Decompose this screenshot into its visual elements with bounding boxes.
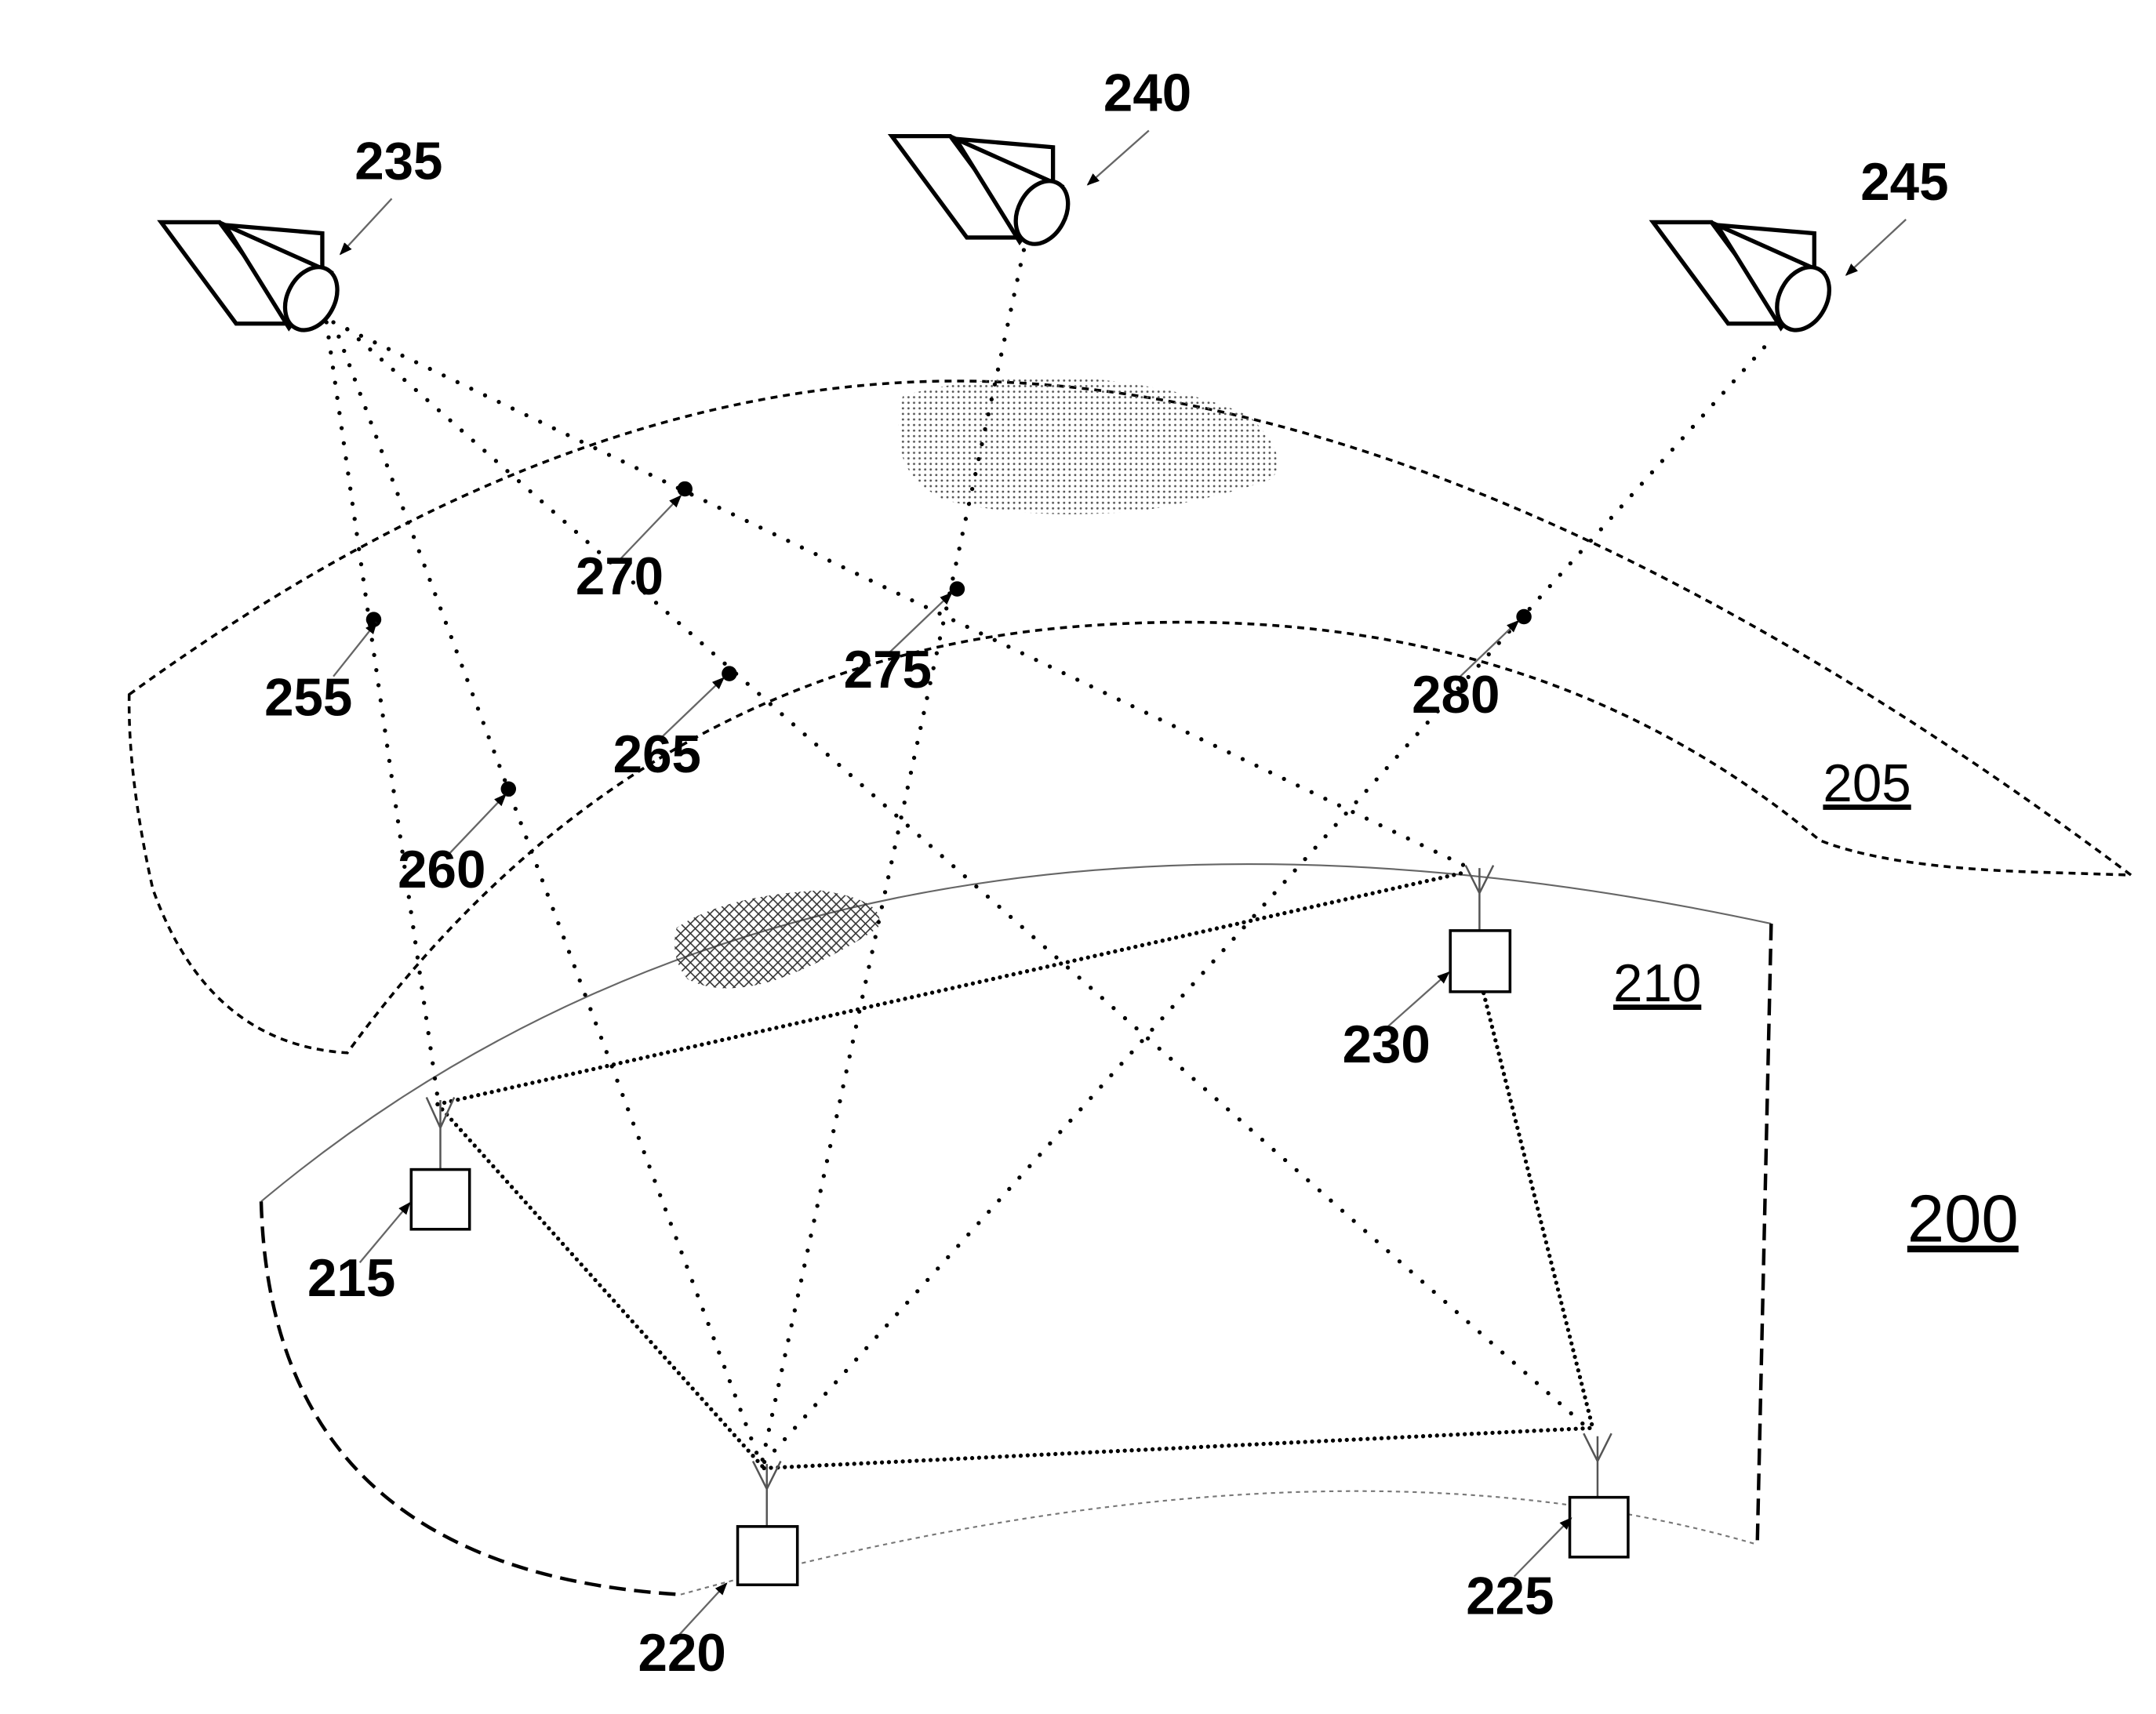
point-280 (1516, 609, 1531, 624)
leader-lines (333, 131, 1906, 1636)
satellite-240 (892, 136, 1078, 253)
point-275-label: 275 (844, 641, 932, 699)
intersection-points (366, 481, 1532, 797)
satellite-235 (161, 222, 347, 339)
node-230-label: 230 (1343, 1015, 1431, 1074)
region-210-top-edge (261, 864, 1771, 1201)
figure-number: 200 (1907, 1182, 2019, 1257)
region-210-right-edge (1758, 924, 1772, 1545)
satellite-245-label: 245 (1860, 153, 1948, 212)
hatched-obstruction (674, 891, 879, 989)
satellite-235-label: 235 (354, 133, 442, 191)
ground-node-225 (1570, 1433, 1628, 1557)
stippled-cloud (899, 377, 1278, 514)
ground-node-215 (411, 1097, 469, 1229)
region-205-label: 205 (1823, 754, 1911, 813)
point-265 (722, 666, 736, 681)
ground-links (438, 872, 1594, 1468)
node-225-label: 225 (1466, 1567, 1554, 1625)
region-210-label: 210 (1613, 954, 1701, 1013)
point-270-label: 270 (576, 547, 664, 606)
point-270 (677, 481, 692, 496)
point-280-label: 280 (1412, 666, 1500, 724)
point-275 (950, 581, 965, 596)
point-255-label: 255 (264, 668, 352, 727)
satellite-245 (1653, 222, 1840, 339)
point-265-label: 265 (613, 725, 701, 784)
node-220-label: 220 (638, 1624, 726, 1683)
point-260 (501, 781, 516, 796)
node-215-label: 215 (307, 1249, 395, 1308)
satellite-240-label: 240 (1103, 64, 1191, 123)
point-260-label: 260 (398, 841, 485, 899)
ground-node-230 (1450, 866, 1510, 992)
ground-node-220 (738, 1462, 798, 1585)
